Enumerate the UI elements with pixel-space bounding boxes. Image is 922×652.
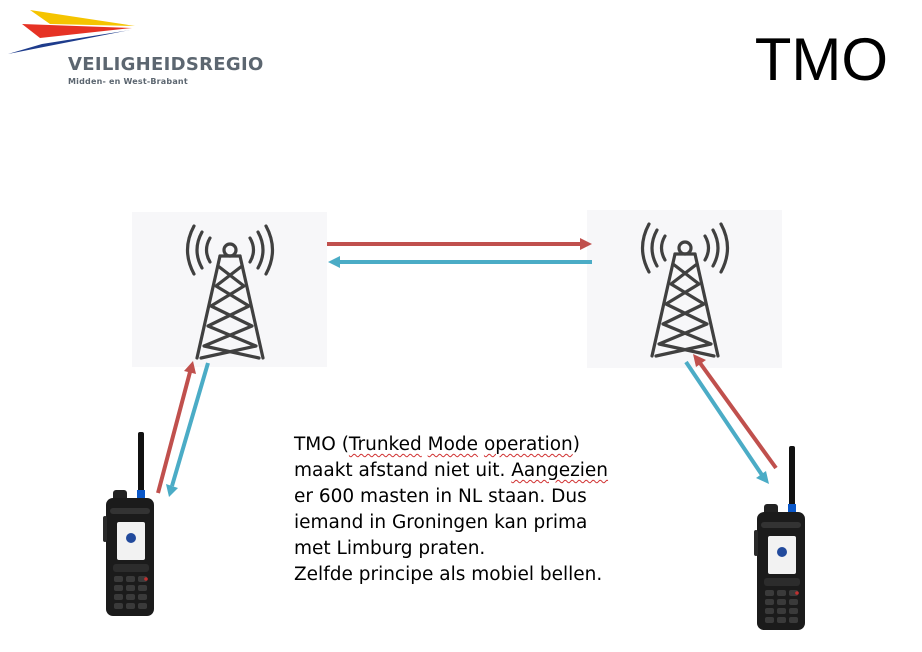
tower-panel-left	[132, 212, 327, 367]
text-fragment: TMO (	[294, 434, 349, 455]
tower-panel-right	[587, 210, 782, 368]
text-fragment: Mode	[427, 434, 479, 455]
description-line-4: iemand in Groningen kan prima	[294, 512, 588, 533]
arrowhead	[756, 471, 769, 484]
description-line-2: maakt afstand niet uit. Aangezien	[294, 458, 639, 484]
arrowhead	[580, 238, 592, 250]
arrowhead	[184, 361, 196, 374]
description-text: TMO (Trunked Mode operation) maakt afsta…	[294, 432, 639, 588]
arrowhead	[328, 256, 340, 268]
arrow-tower-to-radio-left	[170, 362, 210, 487]
arrowhead	[166, 484, 178, 497]
arrow-tower-to-radio-right	[684, 360, 764, 477]
description-line-5: met Limburg praten.	[294, 538, 486, 559]
text-fragment: Trunked	[348, 434, 422, 455]
text-fragment: maakt afstand niet uit.	[294, 460, 512, 481]
text-fragment: operation	[483, 434, 573, 455]
logo-name: VEILIGHEIDSREGIO	[68, 54, 264, 75]
description-line-3: er 600 masten in NL staan. Dus	[294, 486, 587, 507]
logo-flag-icon	[8, 10, 135, 54]
description-line-6: Zelfde principe als mobiel bellen.	[294, 564, 603, 585]
text-fragment: Aangezien	[511, 460, 609, 481]
arrowhead	[693, 354, 706, 367]
description-line-1: TMO (Trunked Mode operation)	[294, 432, 639, 458]
arrow-radio-left-to-tower	[156, 371, 192, 494]
logo-subtitle: Midden- en West-Brabant	[68, 77, 188, 86]
slide-title: TMO	[754, 26, 888, 93]
logo: VEILIGHEIDSREGIO Midden- en West-Brabant	[0, 0, 300, 95]
arrow-radio-right-to-tower	[698, 361, 778, 470]
text-fragment: )	[572, 434, 580, 455]
radio-handset-icon	[103, 432, 154, 616]
